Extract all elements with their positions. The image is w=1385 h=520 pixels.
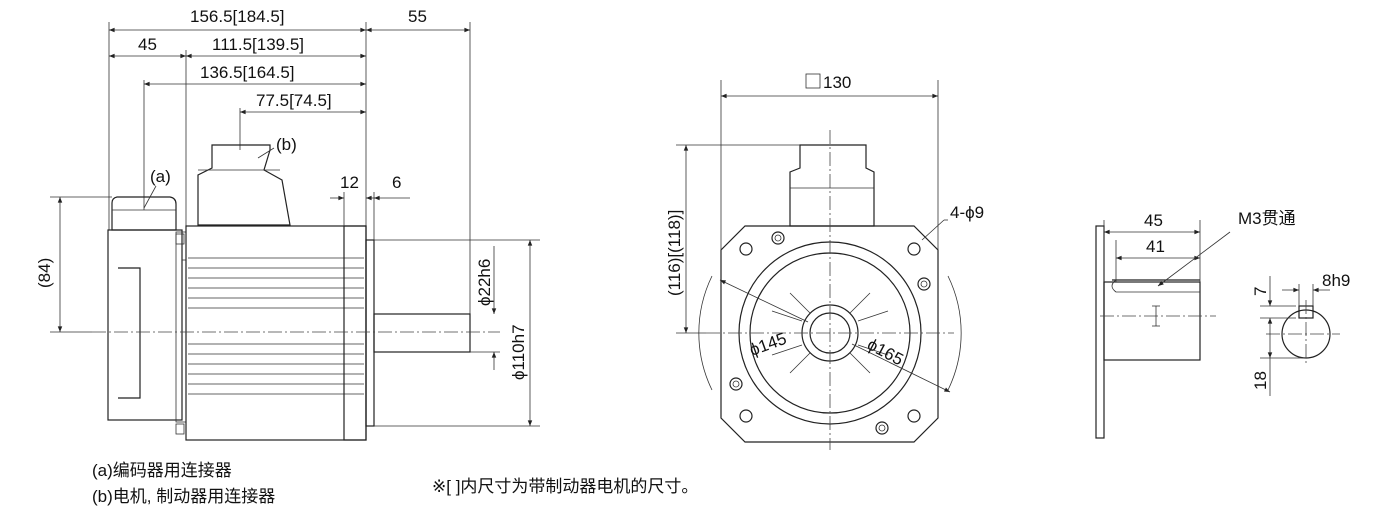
label-b: (b) — [276, 135, 297, 154]
dim-shaft-diameter: ϕ22h6 — [475, 259, 494, 306]
dim-key-length: 45 — [1144, 211, 1163, 230]
dim-pitch-circle-165: ϕ165 — [864, 335, 906, 370]
dim-connector-a: 136.5[164.5] — [200, 63, 295, 82]
brake-note: ※[ ]内尺寸为带制动器电机的尺寸。 — [432, 474, 698, 500]
dim-spigot-depth: 6 — [392, 173, 401, 192]
dim-spigot-diameter: ϕ110h7 — [509, 324, 528, 380]
dim-flange-square: 130 — [823, 73, 851, 92]
dim-key-depth: 7 — [1251, 287, 1270, 296]
dim-keyway-length: 41 — [1146, 237, 1165, 256]
dim-key-width: 8h9 — [1322, 271, 1350, 290]
dim-connector-b: 77.5[74.5] — [256, 91, 332, 110]
side-view — [92, 22, 500, 441]
dim-flange-thickness: 12 — [340, 173, 359, 192]
label-a: (a) — [150, 167, 171, 186]
front-view-dimensions: 130 (116)[(118)] 4-ϕ9 ϕ145 ϕ165 — [665, 73, 984, 393]
front-view — [706, 130, 954, 450]
shaft-detail-dimensions: 45 41 M3贯通 7 18 8h9 — [1103, 209, 1350, 396]
dim-key-height: 18 — [1251, 371, 1270, 390]
note-connector-b: (b)电机, 制动器用连接器 — [92, 487, 276, 506]
dim-body-length: 111.5[139.5] — [212, 35, 304, 54]
note-connector-a: (a)编码器用连接器 — [92, 461, 232, 480]
note-brake-dimensions: ※[ ]内尺寸为带制动器电机的尺寸。 — [432, 477, 699, 496]
dim-mounting-holes: 4-ϕ9 — [950, 203, 984, 222]
dim-overall-length: 156.5[184.5] — [190, 7, 285, 26]
dim-shaft-extension: 55 — [408, 7, 427, 26]
side-view-dimensions: 156.5[184.5] 55 45 111.5[139.5] 136.5[16… — [35, 7, 540, 427]
connector-notes: (a)编码器用连接器 (b)电机, 制动器用连接器 — [92, 458, 275, 510]
dim-encoder-offset: 45 — [138, 35, 157, 54]
shaft-detail — [1095, 225, 1340, 439]
dim-encoder-height: (84) — [35, 258, 54, 288]
dim-connector-height: (116)[(118)] — [665, 210, 684, 296]
cooling-fins — [188, 257, 364, 395]
dim-thread: M3贯通 — [1238, 209, 1296, 228]
dim-pitch-circle-145: ϕ145 — [747, 329, 789, 360]
